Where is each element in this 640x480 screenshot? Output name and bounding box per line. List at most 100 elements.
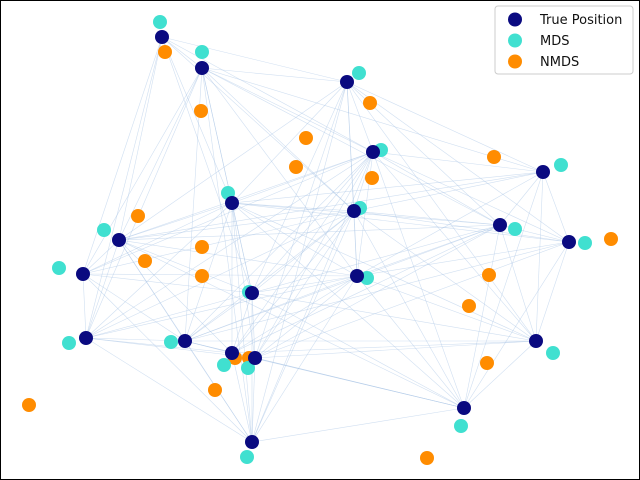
edge-line bbox=[463, 241, 570, 409]
edge-line bbox=[251, 357, 256, 443]
point-nmds bbox=[420, 451, 434, 465]
edge-line bbox=[231, 275, 358, 354]
point-nmds bbox=[487, 150, 501, 164]
edge-line bbox=[231, 171, 544, 204]
legend-box bbox=[494, 5, 634, 75]
edge-line bbox=[201, 67, 358, 277]
point-mds bbox=[546, 346, 560, 360]
point-mds bbox=[62, 336, 76, 350]
edge-line bbox=[353, 151, 374, 212]
edge-line bbox=[542, 171, 570, 243]
edge-line bbox=[118, 239, 253, 294]
point-mds bbox=[352, 66, 366, 80]
edge-line bbox=[251, 275, 358, 294]
point-mds bbox=[164, 335, 178, 349]
edge-line bbox=[118, 239, 358, 277]
edge-line bbox=[161, 36, 253, 294]
edge-line bbox=[254, 340, 537, 359]
point-true-position bbox=[562, 235, 576, 249]
edge-line bbox=[201, 67, 348, 83]
point-true-position bbox=[76, 267, 90, 281]
edge-line bbox=[118, 171, 544, 241]
point-nmds bbox=[138, 254, 152, 268]
edge-line bbox=[251, 407, 465, 443]
edge-line bbox=[82, 273, 186, 342]
edge-line bbox=[201, 67, 374, 153]
edge-line bbox=[184, 151, 374, 342]
edge-line bbox=[356, 275, 537, 342]
point-nmds bbox=[363, 96, 377, 110]
edge-line bbox=[499, 171, 544, 226]
point-mds bbox=[241, 361, 255, 375]
point-true-position bbox=[225, 346, 239, 360]
point-mds bbox=[554, 158, 568, 172]
edge-line bbox=[85, 275, 358, 339]
point-true-position bbox=[195, 61, 209, 75]
edge-line bbox=[251, 292, 465, 409]
edge-line bbox=[356, 171, 544, 277]
edge-line bbox=[82, 210, 355, 275]
edge-line bbox=[251, 292, 537, 342]
edge-line bbox=[201, 67, 501, 226]
edge-line bbox=[254, 275, 358, 359]
edge-line bbox=[463, 171, 544, 409]
point-true-position bbox=[225, 196, 239, 210]
edge-line bbox=[82, 273, 253, 443]
legend-label-nmds: NMDS bbox=[540, 55, 579, 70]
point-true-position bbox=[493, 218, 507, 232]
edge-line bbox=[231, 292, 253, 354]
edge-line bbox=[251, 151, 374, 294]
edge-line bbox=[82, 36, 163, 275]
point-true-position bbox=[529, 334, 543, 348]
edge-line bbox=[356, 275, 465, 409]
point-nmds bbox=[22, 398, 36, 412]
point-true-position bbox=[178, 334, 192, 348]
legend-marker-mds bbox=[508, 33, 522, 48]
edge-line bbox=[535, 241, 570, 342]
point-true-position bbox=[155, 30, 169, 44]
point-nmds bbox=[208, 383, 222, 397]
point-true-position bbox=[536, 165, 550, 179]
edge-line bbox=[85, 239, 120, 339]
edge-line bbox=[231, 202, 358, 277]
legend-marker-nmds bbox=[508, 54, 522, 69]
edge-line bbox=[231, 151, 374, 204]
edge-line bbox=[254, 357, 465, 409]
edge-line bbox=[82, 151, 374, 275]
point-mds bbox=[508, 222, 522, 236]
edge-line bbox=[201, 67, 233, 204]
point-true-position bbox=[347, 204, 361, 218]
edge-line bbox=[251, 81, 348, 294]
edge-line bbox=[118, 202, 233, 241]
point-nmds bbox=[194, 104, 208, 118]
edge-line bbox=[346, 81, 537, 342]
edge-line bbox=[184, 210, 355, 342]
edge-line bbox=[251, 224, 501, 294]
edge-line bbox=[161, 36, 355, 212]
edge-line bbox=[353, 210, 465, 409]
edge-line bbox=[346, 81, 355, 212]
edge-line bbox=[184, 224, 501, 342]
edge-line bbox=[231, 202, 537, 342]
edge-line bbox=[231, 352, 253, 443]
edge-line bbox=[201, 67, 544, 173]
edge-line bbox=[184, 292, 253, 342]
edge-line bbox=[254, 151, 374, 359]
edge-line bbox=[85, 151, 374, 339]
point-mds bbox=[153, 15, 167, 29]
point-mds bbox=[97, 223, 111, 237]
edge-line bbox=[201, 67, 253, 443]
edge-line bbox=[118, 36, 163, 241]
edge-line bbox=[251, 210, 355, 294]
point-true-position bbox=[79, 331, 93, 345]
point-true-position bbox=[366, 145, 380, 159]
edge-line bbox=[184, 202, 233, 342]
edge-line bbox=[231, 81, 348, 204]
edge-line bbox=[535, 171, 544, 342]
edge-line bbox=[118, 239, 465, 409]
points-layer bbox=[22, 15, 618, 465]
point-nmds bbox=[289, 160, 303, 174]
